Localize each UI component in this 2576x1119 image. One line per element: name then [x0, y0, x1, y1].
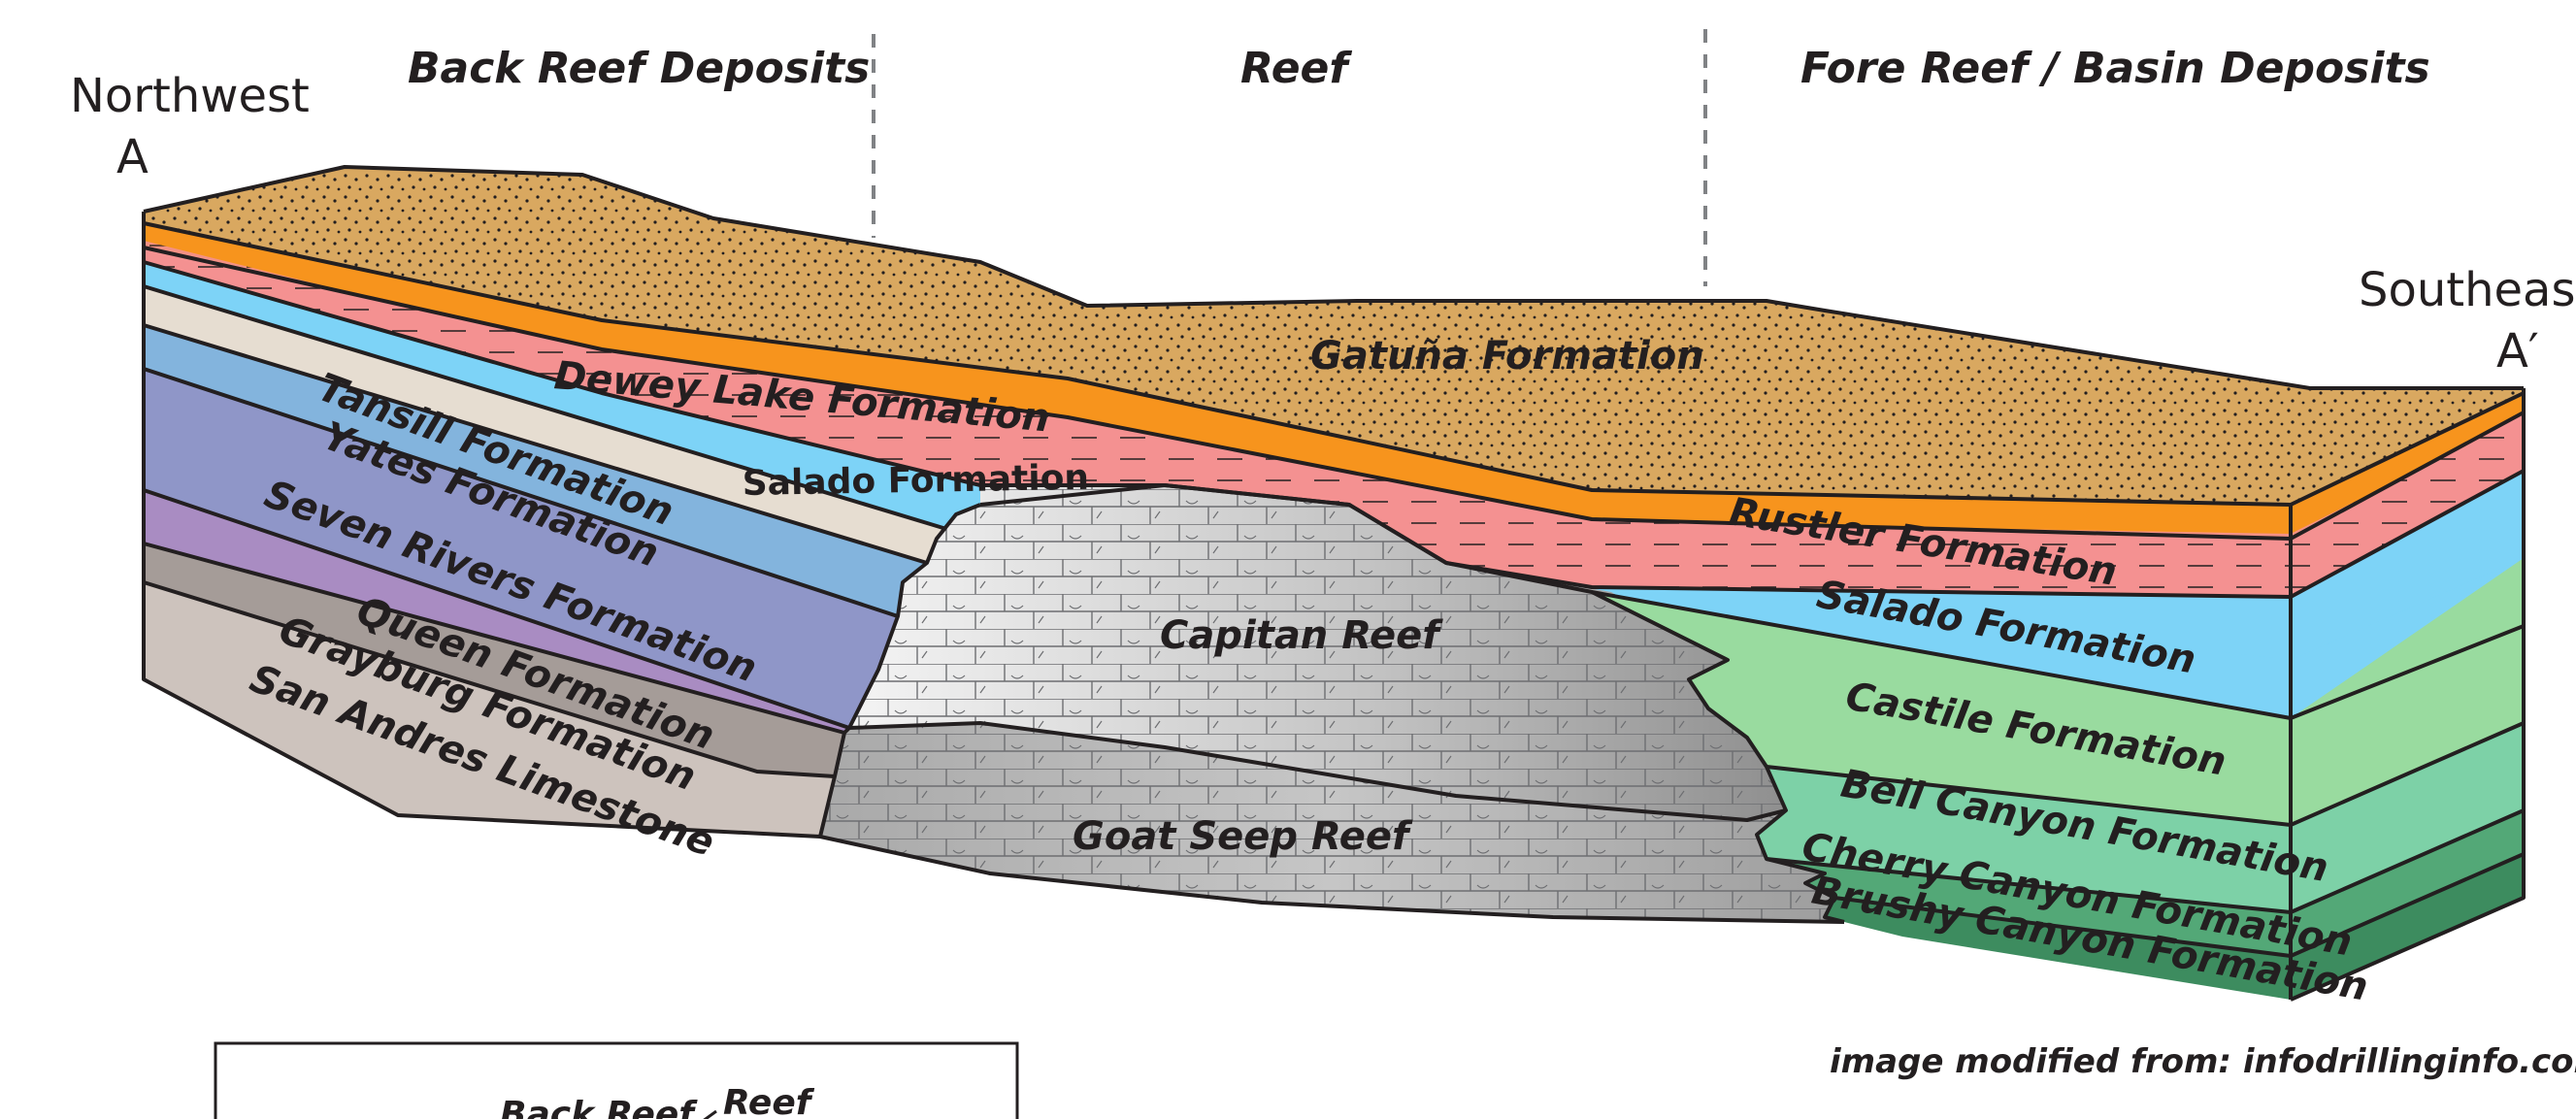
image-credit: image modified from: infodrillinginfo.co… [1830, 1042, 2576, 1081]
header-fore-reef: Fore Reef / Basin Deposits [1800, 44, 2430, 93]
header-reef: Reef [1240, 44, 1352, 93]
legend-reef: Reef [723, 1083, 815, 1119]
point-a-label: A [116, 130, 149, 184]
label-goat-seep: Goat Seep Reef [1073, 814, 1413, 859]
legend-back-reef: Back Reef [500, 1095, 698, 1119]
label-capitan: Capitan Reef [1160, 613, 1443, 658]
label-gatuna: Gatuña Formation [1310, 334, 1704, 378]
header-back-reef: Back Reef Deposits [408, 44, 870, 93]
label-salado-back: Salado Formation [742, 458, 1089, 504]
southeast-label: Southeast [2359, 263, 2576, 317]
northwest-label: Northwest [70, 69, 310, 123]
point-a-prime-label: A′ [2496, 324, 2539, 378]
